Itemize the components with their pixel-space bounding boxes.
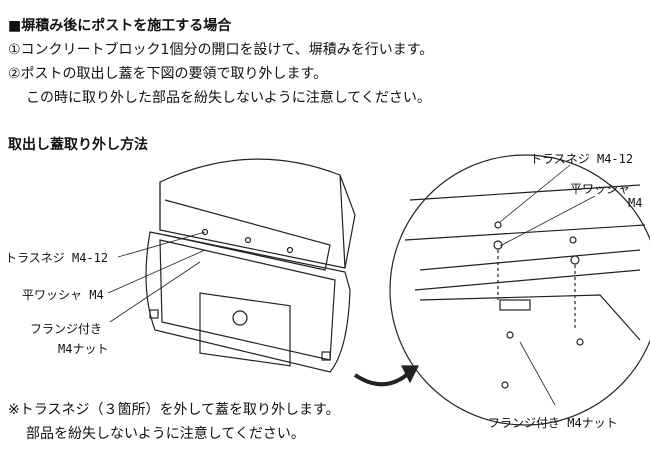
section-heading: ■塀積み後にポストを施工する場合 — [8, 18, 232, 34]
label-truss-screw: トラスネジ M4-12 — [5, 251, 109, 265]
note-line-2: 部品を紛失しないように注意してください。 — [26, 426, 305, 442]
post-illustration — [145, 158, 356, 373]
detail-magnified-view — [389, 154, 650, 426]
detail-label-washer: 平ワッシャ — [570, 182, 631, 196]
note-line-1: ※トラスネジ（３箇所）を外して蓋を取り外します。 — [8, 402, 340, 418]
detail-label-washer-size: M4 — [628, 196, 643, 210]
step-2-note: この時に取り外した部品を紛失しないように注意してください。 — [26, 90, 431, 106]
step-2: ②ポストの取出し蓋を下図の要領で取り外します。 — [8, 66, 328, 82]
label-flat-washer: 平ワッシャ M4 — [22, 288, 104, 302]
detail-label-truss-screw: トラスネジ M4-12 — [530, 152, 634, 166]
step-1: ①コンクリートブロック1個分の開口を設けて、塀積みを行います。 — [8, 42, 434, 58]
label-flange-nut-2: M4ナット — [58, 342, 109, 356]
sub-heading: 取出し蓋取り外し方法 — [8, 137, 148, 153]
detail-label-flange-nut: フランジ付き M4ナット — [488, 416, 618, 430]
label-flange-nut-1: フランジ付き — [30, 322, 103, 336]
